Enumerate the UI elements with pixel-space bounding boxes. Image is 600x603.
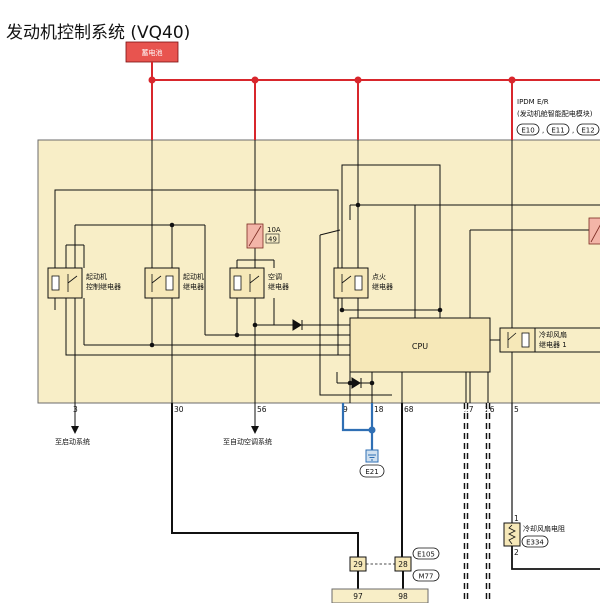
joint-connector-b: M77 bbox=[419, 573, 434, 581]
ipdm-name: IPDM E/R bbox=[517, 98, 549, 106]
relay-label-line2: 控制继电器 bbox=[86, 282, 121, 291]
arrow-down-icon bbox=[251, 426, 259, 434]
ecm-pin-c: 97 bbox=[353, 592, 363, 601]
page-title: 发动机控制系统 (VQ40) bbox=[6, 23, 191, 43]
resistor-pin-bottom: 2 bbox=[514, 548, 519, 557]
relay-label-line1: 冷却风扇 bbox=[539, 330, 567, 339]
connector-tag bbox=[412, 569, 440, 582]
pin-label: 5 bbox=[514, 405, 519, 414]
power-bus-junctions bbox=[148, 76, 516, 84]
fuse-body bbox=[588, 217, 600, 245]
relay-label-line1: 起动机 bbox=[86, 272, 107, 281]
connector-tag bbox=[412, 547, 440, 560]
separator: , bbox=[572, 127, 574, 135]
relay-starter-control bbox=[47, 267, 83, 299]
dest-auto-ac: 至自动空调系统 bbox=[223, 437, 272, 446]
separator: , bbox=[542, 127, 544, 135]
pin-label: 56 bbox=[257, 405, 267, 414]
power-bus bbox=[151, 79, 600, 140]
output-wiring bbox=[74, 403, 256, 427]
relay-label-line2: 继电器 bbox=[183, 282, 204, 291]
cpu-box bbox=[349, 317, 491, 373]
wire-resistor-out bbox=[511, 546, 600, 570]
connector-tag bbox=[516, 123, 540, 136]
ipdm-connectors: E10 , E11 , E12 bbox=[516, 123, 600, 136]
resistor-connector: E334 bbox=[526, 539, 544, 547]
connector-tag bbox=[521, 535, 549, 548]
fuse-element bbox=[590, 224, 600, 243]
dest-starting: 至启动系统 bbox=[55, 437, 90, 446]
internal-wiring bbox=[54, 140, 600, 403]
ground-junction bbox=[368, 426, 376, 434]
ground-wire bbox=[341, 403, 374, 432]
relay-label-line2: 继电器 bbox=[268, 282, 289, 291]
connector-e12: E12 bbox=[581, 127, 594, 135]
relay-cooling-fan-1 bbox=[499, 327, 536, 353]
relay-ignition bbox=[333, 267, 369, 299]
arrow-down-icon bbox=[71, 426, 79, 434]
fuse-amp: 10A bbox=[267, 226, 281, 234]
fuse-number-box bbox=[265, 233, 280, 244]
ecm-module-body bbox=[331, 588, 429, 603]
pin-label: 27 bbox=[464, 405, 474, 414]
diode-symbol bbox=[292, 319, 303, 331]
connector-e10: E10 bbox=[521, 127, 534, 135]
ground-terminal bbox=[365, 449, 379, 463]
joint-pin-a: 29 bbox=[353, 560, 363, 569]
wire-pin-30 bbox=[171, 403, 359, 558]
resistor-body bbox=[503, 522, 521, 547]
relay-label-line2: 继电器 bbox=[372, 282, 393, 291]
connector-tag bbox=[576, 123, 600, 136]
ground-icon bbox=[368, 454, 376, 461]
relay-label-line1: 空调 bbox=[268, 272, 282, 281]
ipdm-module-body bbox=[37, 139, 600, 404]
connector-e11: E11 bbox=[551, 127, 564, 135]
relay-starter bbox=[144, 267, 180, 299]
pin-label: 68 bbox=[404, 405, 414, 414]
relay-ac bbox=[229, 267, 265, 299]
fuse-element bbox=[248, 225, 262, 247]
relay-label-line1: 起动机 bbox=[183, 272, 204, 281]
connector-tag bbox=[359, 464, 385, 478]
connector-tag bbox=[546, 123, 570, 136]
battery-label: 蓄电池 bbox=[142, 48, 163, 57]
fuse-number: 49 bbox=[268, 236, 277, 244]
cpu-label: CPU bbox=[412, 342, 428, 351]
joint-pin-b: 28 bbox=[398, 560, 408, 569]
pin-label: 30 bbox=[174, 405, 184, 414]
pin-label: 26 bbox=[485, 405, 495, 414]
internal-junctions bbox=[149, 202, 443, 386]
ecm-pin-d: 98 bbox=[398, 592, 408, 601]
resistor-label: 冷却风扇电阻 bbox=[523, 524, 565, 533]
resistor-pin-top: 1 bbox=[514, 514, 519, 523]
joint-connector-a: E105 bbox=[417, 551, 435, 559]
ipdm-desc: (发动机舱智能配电模块) bbox=[517, 109, 593, 118]
ground-connector: E21 bbox=[365, 468, 378, 476]
pin-label: 18 bbox=[374, 405, 384, 414]
relay-label-line2: 继电器 1 bbox=[539, 340, 567, 349]
pin-label: 9 bbox=[343, 405, 348, 414]
resistor-icon bbox=[508, 524, 516, 545]
diode-symbol bbox=[351, 377, 362, 389]
relay-label-line1: 点火 bbox=[372, 273, 386, 281]
